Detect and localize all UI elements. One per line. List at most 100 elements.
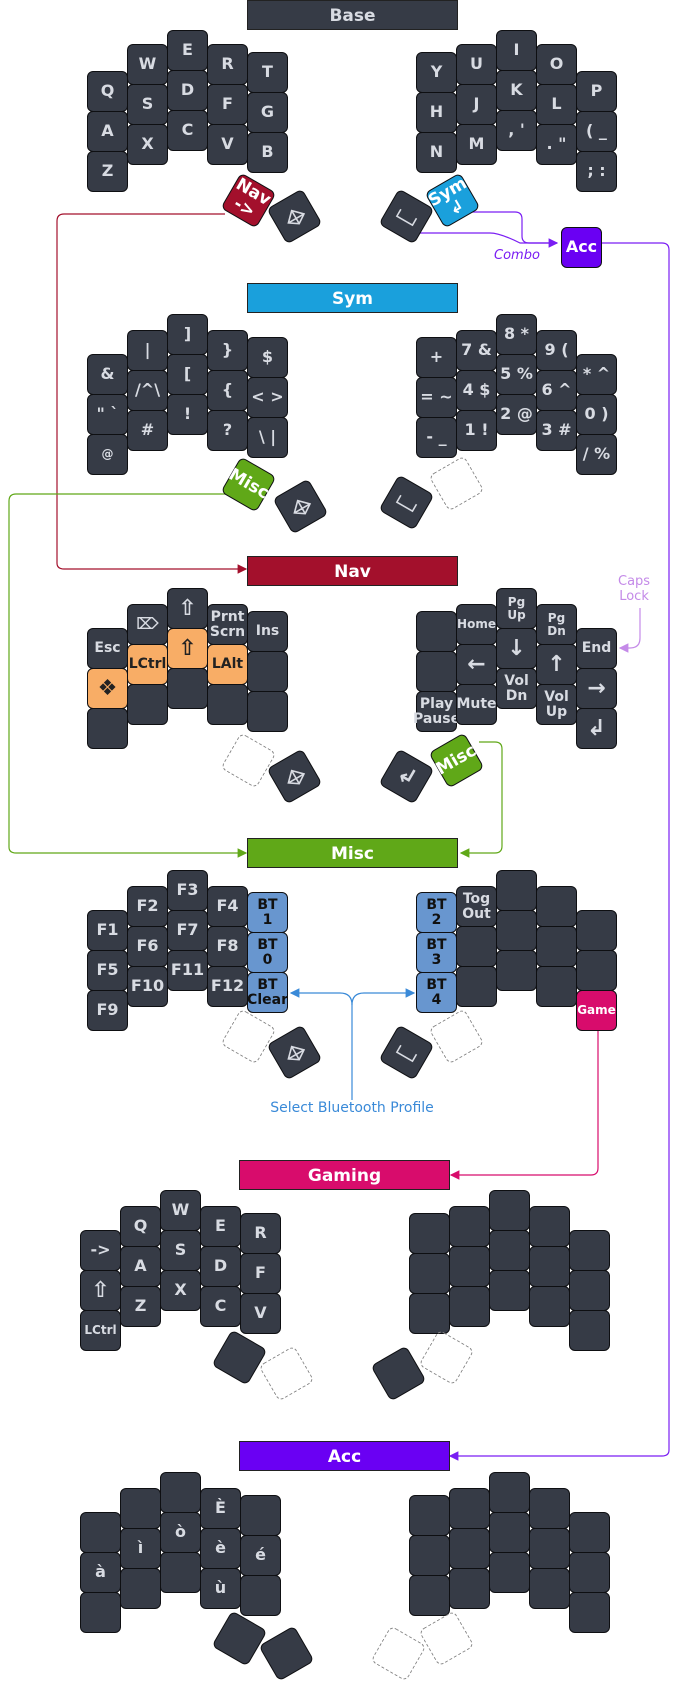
nav-key-empty	[87, 708, 128, 749]
key-z: Z	[87, 151, 128, 192]
acc-key-empty	[120, 1488, 161, 1529]
game-key-v: V	[240, 1293, 281, 1334]
sym-key-amp: &	[87, 354, 128, 395]
key-u: U	[456, 44, 497, 85]
backspace-icon	[378, 474, 435, 531]
key-q: Q	[87, 71, 128, 112]
nav-key-volup: Vol Up	[536, 684, 577, 725]
acc-key-empty	[529, 1488, 570, 1529]
key-h: H	[416, 92, 457, 133]
misc-key-f6: F6	[127, 926, 168, 967]
sym-key-7: 7 &	[456, 330, 497, 371]
misc-key-f11: F11	[167, 950, 208, 991]
game-key-empty	[569, 1230, 610, 1271]
sym-key-backslash: \ |	[247, 417, 288, 458]
nav-key-pgdn: Pg Dn	[536, 604, 577, 645]
misc-key-f2: F2	[127, 886, 168, 927]
game-key-f: F	[240, 1253, 281, 1294]
game-key-shift: ⇧	[80, 1270, 121, 1311]
acc-key-empty	[80, 1592, 121, 1633]
nav-key-ins: Ins	[247, 611, 288, 652]
sym-key-pipe: |	[127, 330, 168, 371]
key-f: F	[207, 84, 248, 125]
sym-key-lbrace: {	[207, 370, 248, 411]
game-key-arrow: ->	[80, 1230, 121, 1271]
bluetooth-label: Select Bluetooth Profile	[270, 1100, 434, 1116]
combo-label: Combo	[494, 248, 540, 263]
sym-key-6: 6 ^	[536, 370, 577, 411]
nav-key-empty	[247, 651, 288, 692]
acc-key-empty	[120, 1568, 161, 1609]
misc-key-f9: F9	[87, 990, 128, 1031]
acc-key-o-grave: ò	[160, 1512, 201, 1553]
sym-key-plus: +	[416, 337, 457, 378]
acc-key-empty	[240, 1495, 281, 1536]
misc-key-f4: F4	[207, 886, 248, 927]
game-layer-key: Game	[576, 990, 617, 1031]
sym-key-0: 0 )	[576, 394, 617, 435]
nav-key-right: →	[576, 668, 617, 709]
nav-key-pgup: Pg Up	[496, 588, 537, 629]
space-icon	[272, 478, 329, 535]
key-x: X	[127, 124, 168, 165]
game-key-empty	[409, 1293, 450, 1334]
key-o: O	[536, 44, 577, 85]
game-key-empty	[489, 1270, 530, 1311]
key-t: T	[247, 52, 288, 93]
nav-key-empty	[416, 651, 457, 692]
nav-key-shift-up: ⇧	[167, 588, 208, 629]
game-key-q: Q	[120, 1206, 161, 1247]
backspace-icon	[378, 1024, 435, 1081]
key-j: J	[456, 84, 497, 125]
key-semicolon: ; :	[576, 151, 617, 192]
game-key-e: E	[200, 1206, 241, 1247]
game-key-empty	[449, 1286, 490, 1327]
game-key-empty	[529, 1206, 570, 1247]
layer-header-acc: Acc	[239, 1441, 450, 1471]
misc-key-empty	[496, 870, 537, 911]
sym-key-hash: #	[127, 410, 168, 451]
acc-key-empty	[449, 1568, 490, 1609]
key-v: V	[207, 124, 248, 165]
bt-key-clear: BT Clear	[247, 972, 288, 1013]
sym-key-2: 2 @	[496, 394, 537, 435]
acc-key-e-acute: é	[240, 1535, 281, 1576]
acc-key-u-grave: ù	[200, 1568, 241, 1609]
misc-key-empty	[536, 966, 577, 1007]
game-key-empty	[569, 1310, 610, 1351]
nav-key-playpause: Play Pause	[413, 691, 460, 732]
sym-key-star: * ^	[576, 354, 617, 395]
misc-key-f7: F7	[167, 910, 208, 951]
key-d: D	[167, 70, 208, 111]
game-key-a: A	[120, 1246, 161, 1287]
misc-key-empty	[536, 886, 577, 927]
key-period: . "	[536, 124, 577, 165]
layer-header-sym: Sym	[247, 283, 458, 313]
key-n: N	[416, 132, 457, 173]
acc-key-E-grave: È	[200, 1488, 241, 1529]
misc-key-f3: F3	[167, 870, 208, 911]
layer-header-gaming: Gaming	[239, 1160, 450, 1190]
misc-key-empty	[456, 966, 497, 1007]
key-i: I	[496, 30, 537, 71]
game-key-x: X	[160, 1270, 201, 1311]
game-key-r: R	[240, 1213, 281, 1254]
bt-key-1: BT 1	[247, 892, 288, 933]
misc-key-f8: F8	[207, 926, 248, 967]
acc-key-empty	[529, 1568, 570, 1609]
acc-combo-key: Acc	[561, 227, 602, 268]
sym-key-rbracket: ]	[167, 314, 208, 355]
game-key-s: S	[160, 1230, 201, 1271]
nav-key-prntscrn: Prnt Scrn	[207, 604, 248, 645]
misc-key-f10: F10	[127, 966, 168, 1007]
nav-key-lalt: LAlt	[207, 644, 248, 685]
game-key-empty	[529, 1286, 570, 1327]
sym-key-4: 4 $	[456, 370, 497, 411]
nav-key-home: Home	[456, 604, 497, 645]
acc-key-empty	[80, 1512, 121, 1553]
sym-key-8: 8 *	[496, 314, 537, 355]
space-icon	[266, 1024, 323, 1081]
sym-key-question: ?	[207, 410, 248, 451]
sym-key-bang: !	[167, 394, 208, 435]
acc-key-empty	[409, 1535, 450, 1576]
